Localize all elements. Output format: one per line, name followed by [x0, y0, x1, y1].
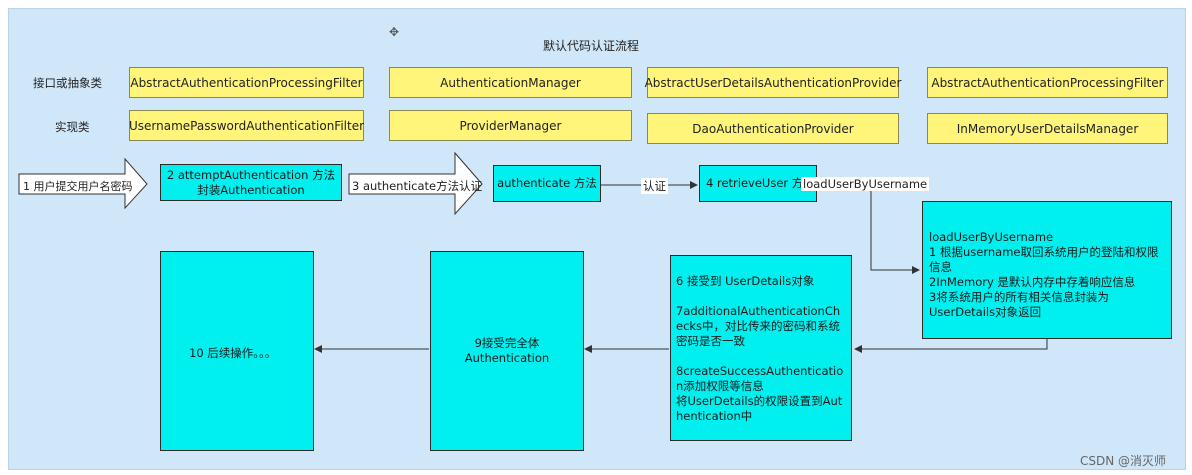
- row-label-impl: 实现类: [55, 120, 90, 134]
- move-handle-icon[interactable]: ✥: [388, 25, 400, 39]
- step10-text: 10 后续操作。。。: [189, 346, 277, 360]
- authenticate-box: authenticate 方法: [493, 165, 601, 202]
- step4-box: 4 retrieveUser 方法: [699, 165, 817, 202]
- row-label-interface: 接口或抽象类: [33, 76, 102, 90]
- load-user-label: loadUserByUsername: [801, 177, 930, 191]
- block-arrow-1: [18, 157, 148, 210]
- diagram-title: 默认代码认证流程: [543, 39, 640, 53]
- step1-label: 1 用户提交用户名密码: [23, 180, 133, 193]
- arrow-load-to-step678: [854, 339, 1048, 353]
- connector-layer: [18, 151, 1048, 353]
- impl-box-manager: ProviderManager: [389, 110, 632, 141]
- impl-box-filter: UsernamePasswordAuthenticationFilter: [129, 110, 364, 141]
- block-arrow-3: [348, 151, 483, 216]
- interface-box-filter: AbstractAuthenticationProcessingFilter: [129, 67, 364, 98]
- step9-box: 9接受完全体 Authentication: [430, 251, 584, 451]
- watermark: CSDN @消灭师: [1080, 454, 1167, 468]
- step10-box: 10 后续操作。。。: [160, 251, 314, 451]
- impl-box-provider: DaoAuthenticationProvider: [647, 113, 899, 144]
- step678-box: 6 接受到 UserDetails对象 7additionalAuthentic…: [670, 255, 852, 441]
- interface-box-details-filter: AbstractAuthenticationProcessingFilter: [927, 67, 1168, 98]
- load-user-box: loadUserByUsername 1 根据username取回系统用户的登陆…: [922, 201, 1172, 339]
- interface-box-provider: AbstractUserDetailsAuthenticationProvide…: [645, 67, 901, 98]
- auth-arrow-label: 认证: [641, 178, 668, 194]
- diagram-canvas: ✥ 默认代码认证流程 接口或抽象类 实现类 AbstractAuthentica…: [8, 8, 1186, 470]
- impl-box-details-manager: InMemoryUserDetailsManager: [927, 113, 1168, 144]
- step4-text: 4 retrieveUser 方法: [706, 176, 815, 190]
- step2-box: 2 attemptAuthentication 方法 封装Authenticat…: [160, 164, 342, 201]
- interface-box-manager: AuthenticationManager: [389, 67, 632, 98]
- arrow-load-user: [870, 191, 920, 274]
- step3-label: 3 authenticate方法认证: [352, 179, 483, 193]
